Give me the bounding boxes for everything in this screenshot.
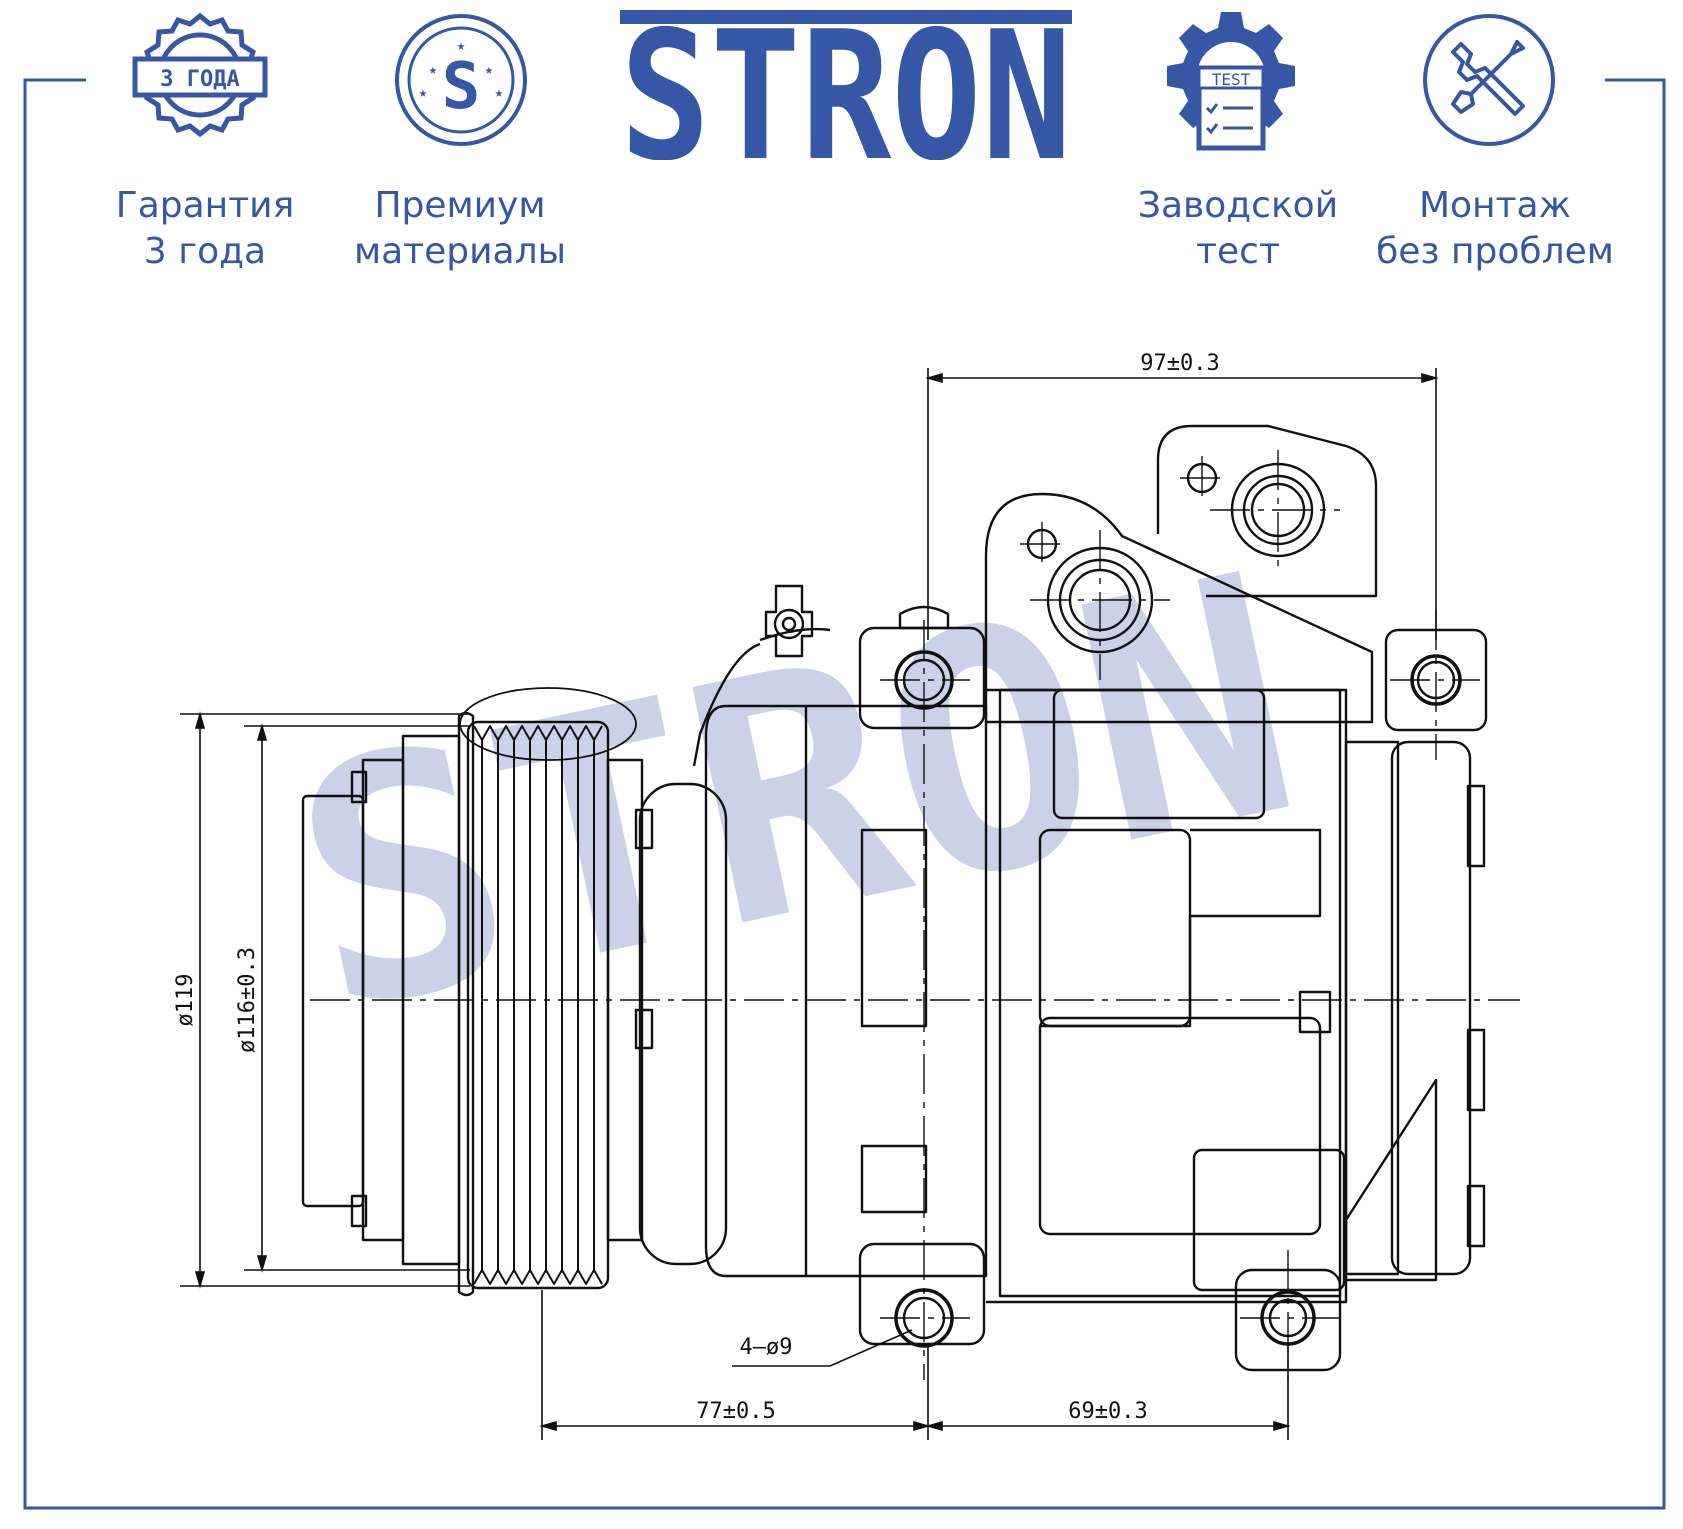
- dim-holes: 4–ø9: [740, 1335, 793, 1360]
- premium-badge-text: S: [442, 50, 481, 124]
- tools-wrench-screwdriver-icon: [1423, 14, 1555, 146]
- feature-mount-line1: Монтаж: [1418, 185, 1572, 226]
- feature-mount-line2: без проблем: [1376, 231, 1614, 272]
- factory-test-gear-icon: TEST: [1167, 12, 1295, 151]
- feature-warranty-label: Гарантия 3 года: [105, 183, 305, 275]
- pulley-grooves: [473, 725, 603, 1285]
- stron-logo: STRON: [620, 10, 1072, 160]
- rear-head: [1344, 740, 1400, 1276]
- feature-warranty-line2: 3 года: [143, 231, 267, 272]
- feature-mount-label: Монтаж без проблем: [1350, 183, 1640, 275]
- warranty-seal-icon: 3 ГОДА: [132, 12, 268, 138]
- feature-test-label: Заводской тест: [1118, 183, 1358, 275]
- stron-logo-text: STRON: [620, 10, 1072, 160]
- svg-text:★: ★: [485, 62, 494, 78]
- test-badge-text: TEST: [1212, 70, 1251, 89]
- stron-watermark: STRON: [266, 503, 1324, 1087]
- compressor-body: [806, 704, 988, 1278]
- dim-right-span: 69±0.3: [1068, 1399, 1147, 1424]
- svg-text:★: ★: [429, 62, 438, 78]
- front-housing: [638, 782, 728, 1266]
- svg-text:★: ★: [495, 85, 504, 101]
- feature-premium-line1: Премиум: [374, 185, 546, 226]
- feature-test-line2: тест: [1196, 231, 1280, 272]
- pulley-callout-ellipse: [459, 687, 637, 761]
- dim-pulley-diameter: ø116±0.3: [235, 947, 260, 1053]
- dim-left-span: 77±0.5: [696, 1399, 775, 1424]
- feature-premium-label: Премиум материалы: [340, 183, 580, 275]
- dim-top-width: 97±0.3: [1140, 351, 1219, 376]
- premium-s-icon: ★ ★ ★ ★ ★ S: [395, 14, 527, 146]
- dim-outer-diameter: ø119: [173, 974, 198, 1027]
- feature-test-line1: Заводской: [1137, 185, 1339, 226]
- watermark-text: STRON: [266, 503, 1324, 1087]
- warranty-badge-text: 3 ГОДА: [160, 67, 239, 92]
- svg-text:★: ★: [457, 38, 466, 54]
- electrical-connector: [692, 584, 831, 767]
- feature-warranty-line1: Гарантия: [115, 185, 295, 226]
- feature-premium-line2: материалы: [353, 231, 567, 272]
- svg-text:★: ★: [419, 85, 428, 101]
